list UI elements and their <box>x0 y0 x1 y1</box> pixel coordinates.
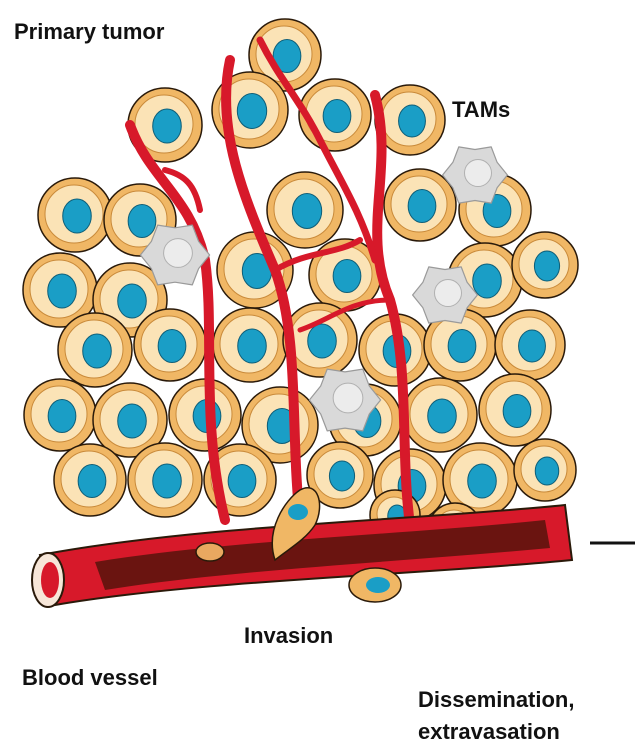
circulating-cell <box>196 543 224 561</box>
label-dissemination: Dissemination, extravasation <box>418 684 574 748</box>
tumor-cell-icon <box>38 178 112 252</box>
tumor-cell-icon <box>403 378 477 452</box>
tumor-cell-icon <box>128 443 202 517</box>
tumor-cell-icon <box>134 309 206 381</box>
label-invasion: Invasion <box>244 622 333 650</box>
tumor-cell-icon <box>24 379 96 451</box>
label-dissemination-line2: extravasation <box>418 716 574 748</box>
tumor-cell-icon <box>267 172 343 248</box>
circulating-tumor-cell-nucleus <box>366 577 390 593</box>
tumor-cell-icon <box>58 313 132 387</box>
tumor-cell-icon <box>54 444 126 516</box>
invading-cell-nucleus <box>288 504 308 520</box>
tumor-cell-icon <box>512 232 578 298</box>
label-dissemination-line1: Dissemination, <box>418 684 574 716</box>
tumor-cell-icon <box>384 169 456 241</box>
tumor-cell-icon <box>479 374 551 446</box>
blood-vessel-opening-inner <box>41 562 59 598</box>
tumor-cell-icon <box>514 439 576 501</box>
tumor-cell-icon <box>213 308 287 382</box>
tumor-cell-icon <box>495 310 565 380</box>
label-tams: TAMs <box>452 96 510 124</box>
label-blood-vessel: Blood vessel <box>22 664 158 692</box>
label-primary-tumor: Primary tumor <box>14 18 164 46</box>
